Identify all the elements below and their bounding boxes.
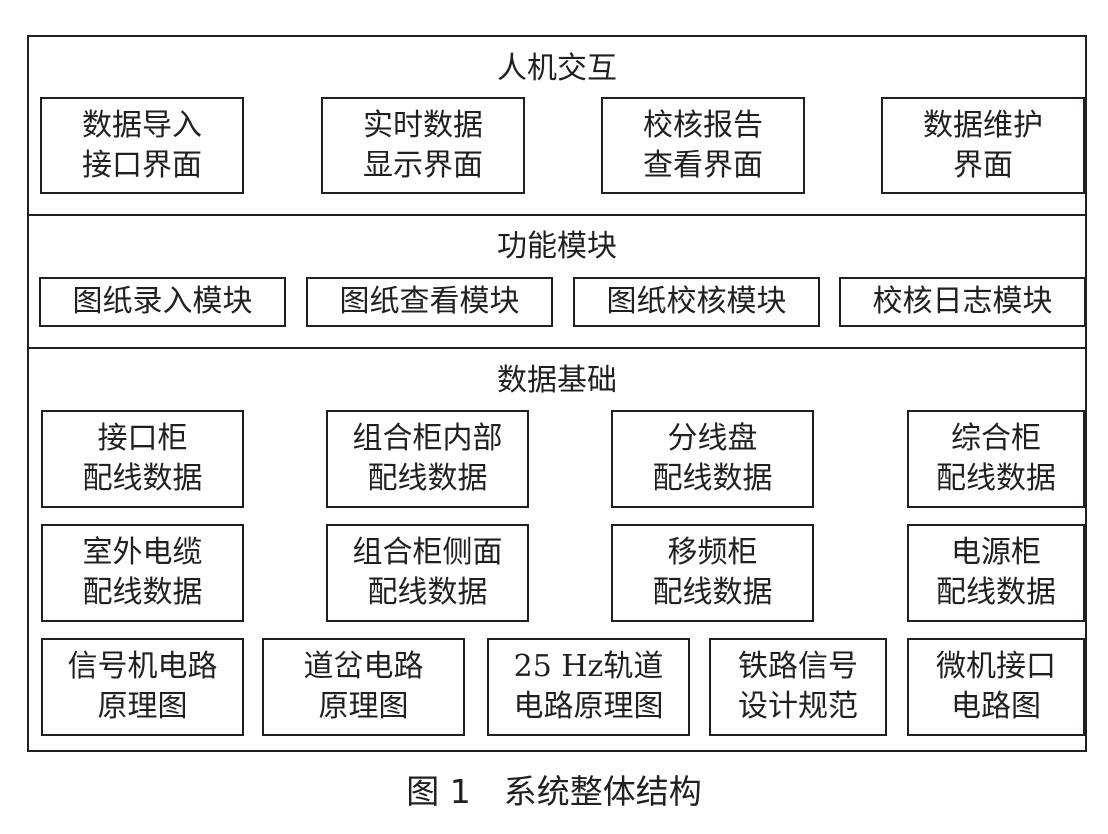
box-outdoor-cable-wiring: 室外电缆 配线数据 <box>41 524 244 622</box>
box-line-1: 组合柜内部 <box>352 421 503 456</box>
box-integrated-cabinet-wiring: 综合柜 配线数据 <box>907 410 1085 508</box>
box-line-1: 信号机电路 <box>67 649 218 684</box>
box-line-1: 校核报告 <box>643 107 763 143</box>
box-line-1: 铁路信号 <box>738 649 858 684</box>
box-switch-circuit-schematic: 道岔电路 原理图 <box>262 638 465 736</box>
box-line-2: 配线数据 <box>367 575 488 610</box>
box-line-1: 电源柜 <box>951 535 1041 570</box>
box-data-maintenance: 数据维护 界面 <box>881 97 1085 194</box>
box-interface-cabinet-wiring: 接口柜 配线数据 <box>41 410 244 508</box>
box-signal-circuit-schematic: 信号机电路 原理图 <box>41 638 244 736</box>
box-line-1: 实时数据 <box>363 107 483 143</box>
box-line-2: 配线数据 <box>82 461 203 496</box>
box-line-2: 界面 <box>953 147 1013 183</box>
box-line-1: 25 Hz轨道 <box>513 649 664 684</box>
box-line-1: 接口柜 <box>97 421 188 456</box>
box-line-1: 移频柜 <box>667 535 758 570</box>
box-line-2: 电路原理图 <box>513 689 664 724</box>
box-line-2: 查看界面 <box>643 147 763 183</box>
box-line-2: 原理图 <box>97 689 188 724</box>
figure-caption: 图 1 系统整体结构 <box>406 772 702 811</box>
box-realtime-data-display: 实时数据 显示界面 <box>321 97 525 194</box>
box-line-2: 配线数据 <box>652 461 773 496</box>
box-power-cabinet-wiring: 电源柜 配线数据 <box>907 524 1085 622</box>
box-line-2: 电路图 <box>951 689 1041 724</box>
section-title-data: 数据基础 <box>497 363 617 398</box>
box-line-1: 道岔电路 <box>303 649 424 684</box>
section-divider <box>29 347 1085 349</box>
box-line-2: 配线数据 <box>936 461 1056 496</box>
box-line-1: 组合柜侧面 <box>352 535 503 570</box>
box-combo-cabinet-side-wiring: 组合柜侧面 配线数据 <box>326 524 529 622</box>
box-line-2: 配线数据 <box>82 575 203 610</box>
box-drawing-view-module: 图纸查看模块 <box>306 277 553 327</box>
box-line-2: 配线数据 <box>652 575 773 610</box>
box-line-1: 数据导入 <box>82 107 202 143</box>
section-divider <box>29 214 1085 216</box>
section-title-hci: 人机交互 <box>497 51 617 86</box>
box-line-2: 接口界面 <box>82 147 202 183</box>
box-line-2: 原理图 <box>318 689 409 724</box>
box-distribution-panel-wiring: 分线盘 配线数据 <box>611 410 814 508</box>
box-data-import-interface: 数据导入 接口界面 <box>40 97 244 194</box>
box-line-1: 室外电缆 <box>82 535 203 570</box>
box-line-1: 微机接口 <box>936 649 1056 684</box>
box-line-1: 数据维护 <box>923 107 1043 143</box>
system-architecture-frame: 人机交互 数据导入 接口界面 实时数据 显示界面 校核报告 查看界面 数据维护 … <box>27 35 1087 752</box>
box-line-2: 配线数据 <box>367 461 488 496</box>
box-line-1: 分线盘 <box>667 421 758 456</box>
box-25hz-track-circuit-schematic: 25 Hz轨道 电路原理图 <box>487 638 690 736</box>
box-line-2: 配线数据 <box>936 575 1056 610</box>
box-drawing-check-module: 图纸校核模块 <box>573 277 820 327</box>
box-frequency-shift-cabinet-wiring: 移频柜 配线数据 <box>611 524 814 622</box>
box-line-1: 综合柜 <box>951 421 1041 456</box>
section-title-func: 功能模块 <box>497 229 617 264</box>
box-computer-interface-circuit: 微机接口 电路图 <box>907 638 1085 736</box>
box-combo-cabinet-internal-wiring: 组合柜内部 配线数据 <box>326 410 529 508</box>
box-line-2: 设计规范 <box>738 689 858 724</box>
box-drawing-input-module: 图纸录入模块 <box>39 277 286 327</box>
box-line-2: 显示界面 <box>363 147 483 183</box>
box-check-report-view: 校核报告 查看界面 <box>601 97 805 194</box>
box-check-log-module: 校核日志模块 <box>839 277 1086 327</box>
box-railway-signal-design-spec: 铁路信号 设计规范 <box>709 638 887 736</box>
